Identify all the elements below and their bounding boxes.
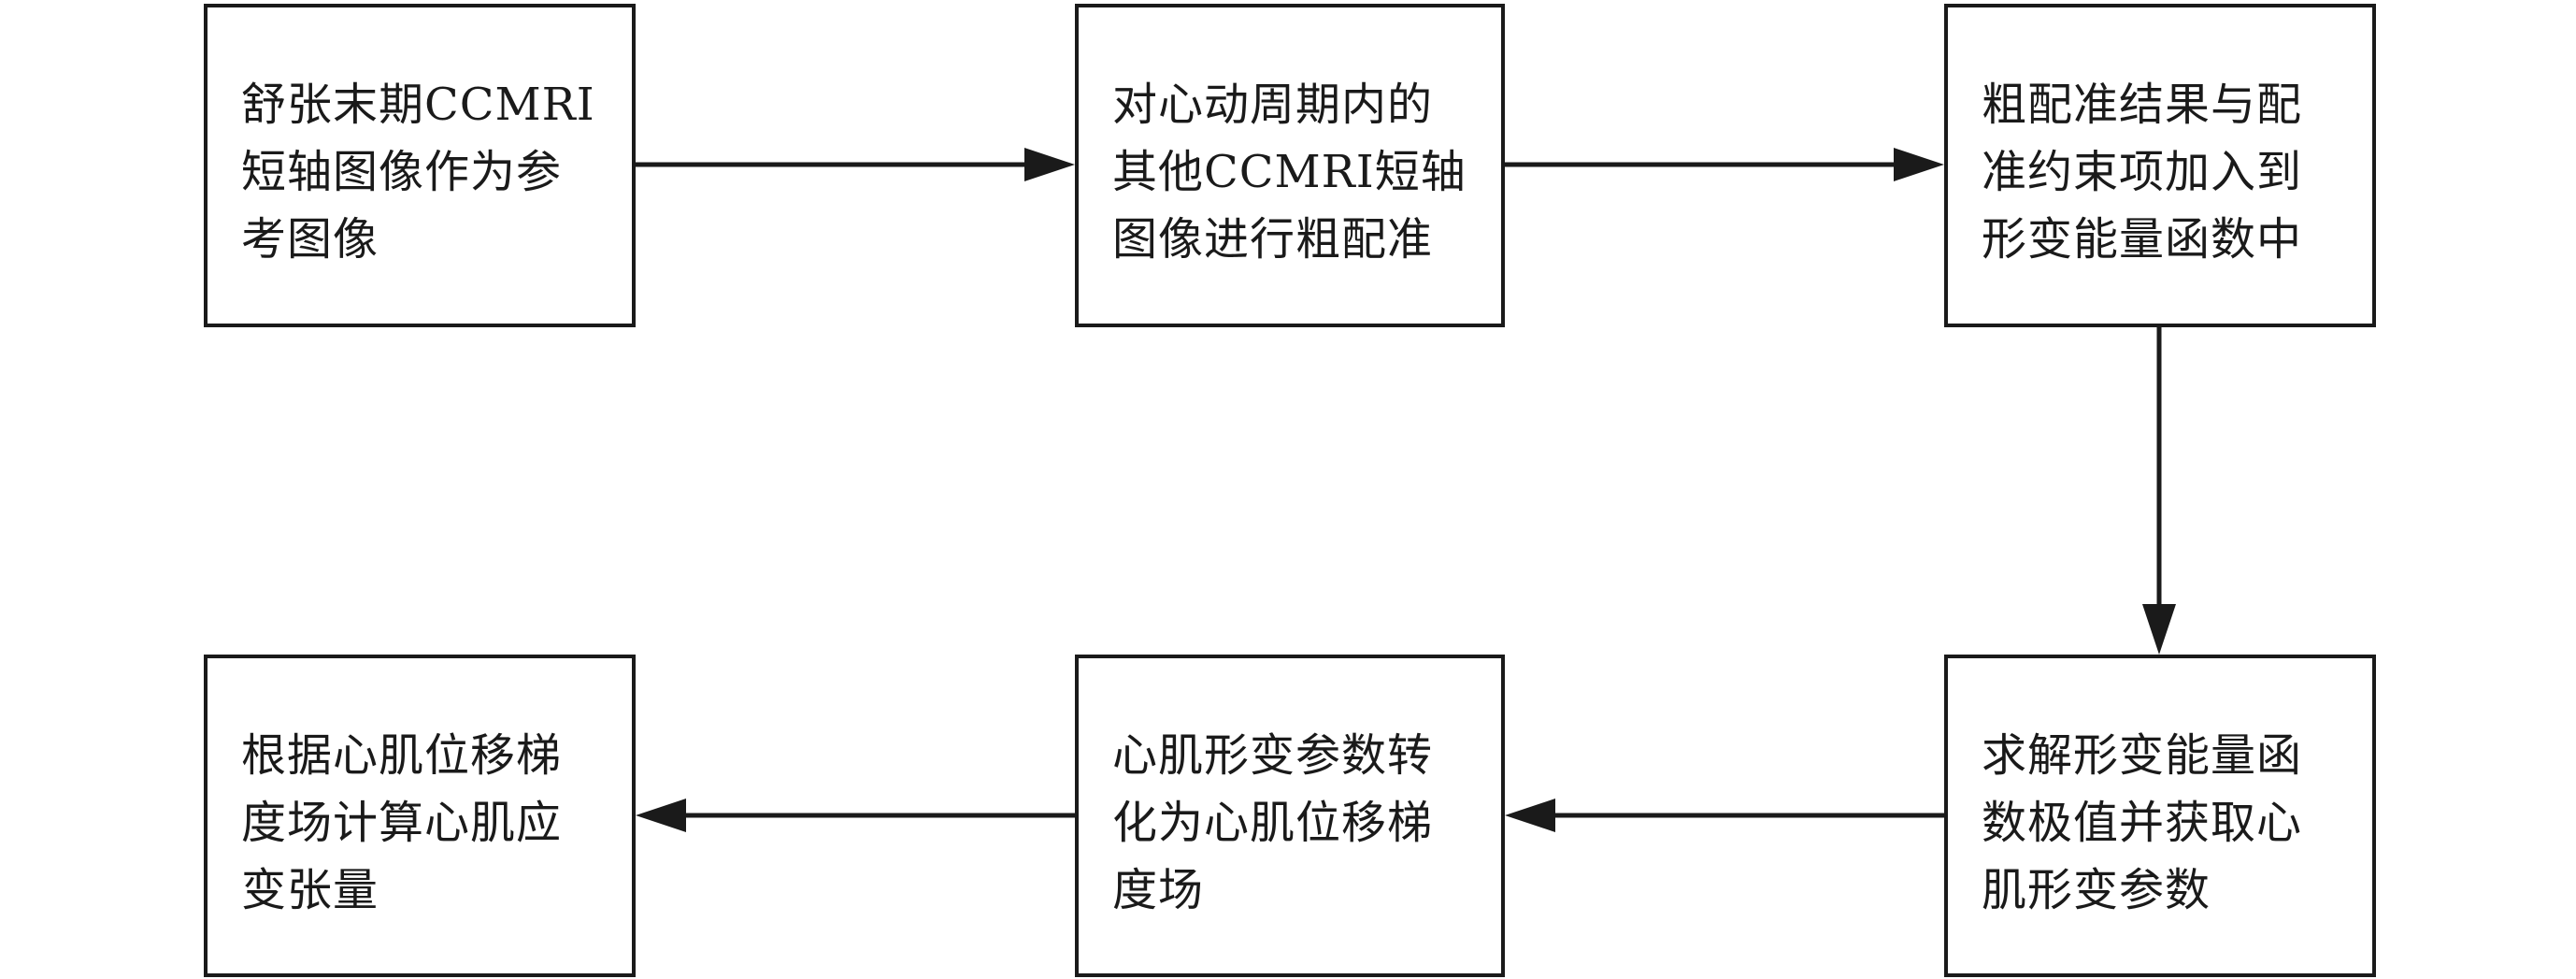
arrow-step4-to-step5	[1505, 799, 1944, 832]
flow-step-4-box: 求解形变能量函数极值并获取心肌形变参数	[1944, 655, 2376, 977]
flow-step-1-text: 舒张末期CCMRI短轴图像作为参考图像	[241, 79, 595, 266]
flow-step-1-box: 舒张末期CCMRI短轴图像作为参考图像	[204, 4, 636, 327]
flow-step-4-text: 求解形变能量函数极值并获取心肌形变参数	[1982, 729, 2303, 916]
flow-step-2-box: 对心动周期内的其他CCMRI短轴图像进行粗配准	[1075, 4, 1505, 327]
flow-step-6-box: 根据心肌位移梯度场计算心肌应变张量	[204, 655, 636, 977]
flow-step-2-text: 对心动周期内的其他CCMRI短轴图像进行粗配准	[1112, 79, 1467, 266]
flow-step-5-box: 心肌形变参数转化为心肌位移梯度场	[1075, 655, 1505, 977]
flow-step-6-text: 根据心肌位移梯度场计算心肌应变张量	[241, 729, 563, 916]
arrow-step1-to-step2	[636, 148, 1075, 181]
arrow-step2-to-step3	[1505, 148, 1944, 181]
flow-step-3-box: 粗配准结果与配准约束项加入到形变能量函数中	[1944, 4, 2376, 327]
arrow-step5-to-step6	[636, 799, 1075, 832]
flow-step-5-text: 心肌形变参数转化为心肌位移梯度场	[1112, 729, 1434, 916]
flow-step-3-text: 粗配准结果与配准约束项加入到形变能量函数中	[1982, 79, 2303, 266]
arrow-step3-to-step4	[2142, 327, 2176, 655]
